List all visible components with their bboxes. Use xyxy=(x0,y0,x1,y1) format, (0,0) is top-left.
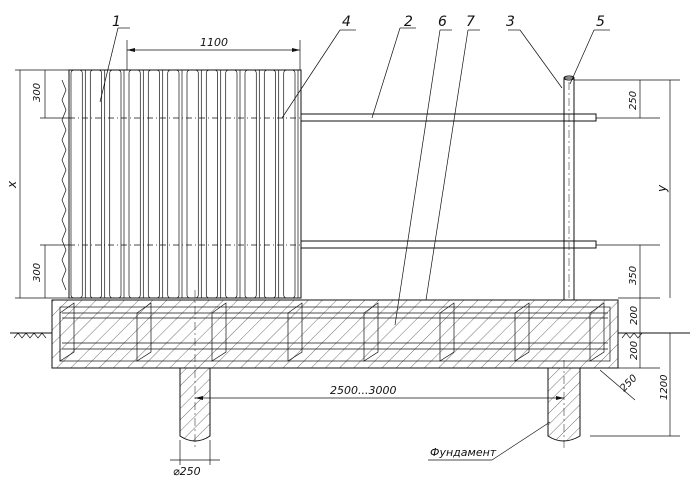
rebar-stirrup xyxy=(514,302,530,362)
dimension-labels: 1100 300 300 x y 250 350 200 200 250 120… xyxy=(5,36,670,478)
callout-numbers: 1 2 3 4 5 6 7 xyxy=(112,14,605,30)
dimension-lines xyxy=(15,40,680,465)
piles xyxy=(179,290,581,450)
horizontal-rails xyxy=(69,113,597,249)
dim-post-top: 250 xyxy=(628,91,639,110)
panel-rib xyxy=(205,69,218,299)
rebar-stirrup xyxy=(439,302,455,362)
rebar-stirrup xyxy=(211,302,227,362)
panel-rib xyxy=(263,69,276,299)
dim-plinth-height: 200 xyxy=(629,306,640,325)
dim-below-ground: 200 xyxy=(629,341,640,360)
fence-post xyxy=(563,75,575,301)
rebar-stirrup xyxy=(287,302,303,362)
dim-rail-to-base: 350 xyxy=(628,266,639,285)
panel-rib xyxy=(89,69,102,299)
dim-pile-depth: 1200 xyxy=(659,375,670,400)
panel-rib xyxy=(147,69,160,299)
rebar-stirrup xyxy=(59,302,75,362)
dim-plinth-width: 250 xyxy=(618,373,639,394)
rebar-stirrup xyxy=(136,302,152,362)
dim-pile-spacing: 2500...3000 xyxy=(330,384,396,397)
callout-leaders xyxy=(99,27,610,461)
dim-pile-diameter: ⌀250 xyxy=(173,465,201,478)
dim-panel-width: 1100 xyxy=(200,36,228,49)
dim-bottom-offset: 300 xyxy=(32,263,43,282)
panel-rib xyxy=(109,69,122,299)
plinth-foundation xyxy=(51,299,619,369)
callout-5: 5 xyxy=(596,14,605,30)
rebar-stirrup xyxy=(589,302,605,362)
panel-rib xyxy=(283,69,296,299)
callout-2: 2 xyxy=(404,14,413,30)
dim-x: x xyxy=(5,180,19,189)
panel-rib xyxy=(244,69,257,299)
callout-6: 6 xyxy=(438,14,447,30)
corrugated-fence-panel xyxy=(61,69,302,299)
dim-top-offset: 300 xyxy=(32,83,43,102)
dim-y: y xyxy=(655,184,669,193)
panel-rib xyxy=(70,69,83,299)
callout-7: 7 xyxy=(466,14,475,30)
panel-rib xyxy=(186,69,199,299)
panel-rib xyxy=(128,69,141,299)
panel-rib xyxy=(167,69,180,299)
panel-rib xyxy=(225,69,238,299)
foundation-label: Фундамент xyxy=(430,446,497,459)
callout-4: 4 xyxy=(342,14,351,30)
callout-1: 1 xyxy=(112,14,121,30)
rebar-stirrup xyxy=(363,302,379,362)
callout-3: 3 xyxy=(506,14,515,30)
